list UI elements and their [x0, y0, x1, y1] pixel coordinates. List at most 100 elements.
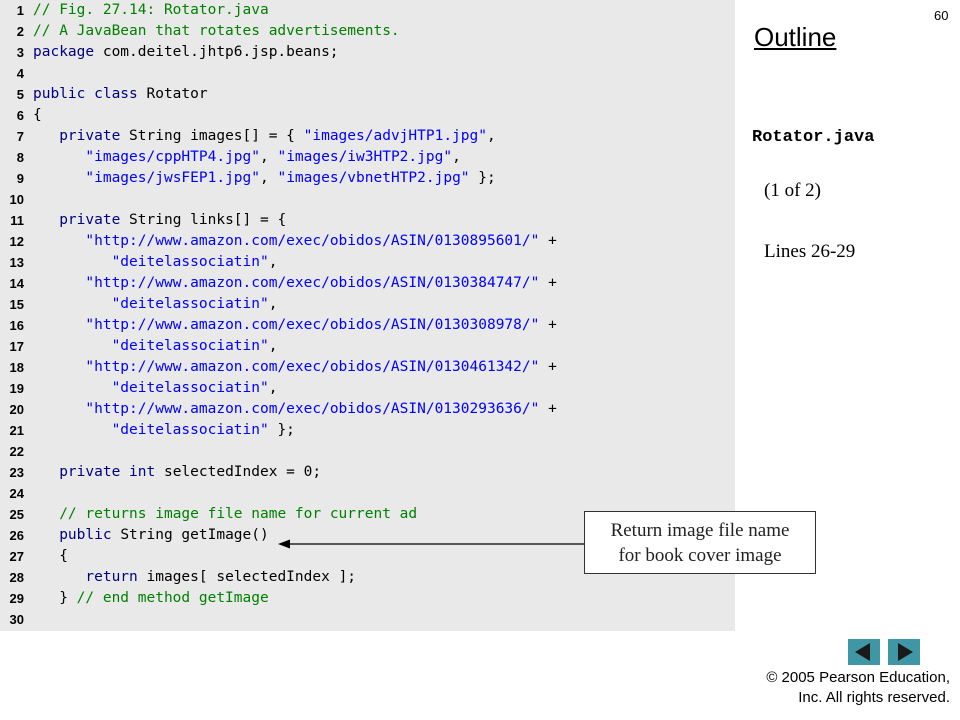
code-text: // returns image file name for current a…	[33, 504, 417, 525]
code-token: {	[33, 548, 68, 564]
code-text: "deitelassociatin",	[33, 336, 278, 357]
code-token: "images/advjHTP1.jpg"	[303, 128, 487, 144]
code-token: ,	[268, 338, 278, 354]
code-token: +	[539, 359, 557, 375]
line-number: 6	[16, 108, 24, 123]
code-token: +	[539, 275, 557, 291]
line-number: 1	[16, 3, 24, 18]
code-token: "http://www.amazon.com/exec/obidos/ASIN/…	[85, 233, 540, 249]
code-token: ,	[268, 380, 278, 396]
code-token: "images/vbnetHTP2.jpg"	[277, 170, 470, 186]
copyright-notice: © 2005 Pearson Education, Inc. All right…	[766, 668, 950, 708]
code-token: +	[539, 317, 557, 333]
code-text: "http://www.amazon.com/exec/obidos/ASIN/…	[33, 399, 557, 420]
code-listing: 1 // Fig. 27.14: Rotator.java 2 // A JavaBe…	[0, 0, 735, 631]
code-token: "deitelassociatin"	[111, 296, 269, 312]
line-number: 24	[9, 486, 24, 501]
code-token: private	[59, 212, 121, 228]
code-token	[33, 254, 112, 270]
code-text: return images[ selectedIndex ];	[33, 567, 356, 588]
code-text: private int selectedIndex = 0;	[33, 462, 321, 483]
code-token: "images/cppHTP4.jpg"	[85, 149, 260, 165]
code-token: public class	[33, 86, 138, 102]
code-token: "http://www.amazon.com/exec/obidos/ASIN/…	[85, 275, 540, 291]
code-token: // returns image file name for current a…	[59, 506, 418, 522]
line-number: 16	[9, 318, 24, 333]
code-text: public String getImage()	[33, 525, 269, 546]
code-token: "deitelassociatin"	[111, 254, 269, 270]
line-number: 2	[16, 24, 24, 39]
code-text: } // end method getImage	[33, 588, 269, 609]
code-text: public class Rotator	[33, 84, 208, 105]
line-number: 28	[9, 570, 24, 585]
code-token: ,	[268, 296, 278, 312]
line-number: 21	[9, 423, 24, 438]
code-token: {	[33, 107, 42, 123]
code-token: "deitelassociatin"	[111, 422, 269, 438]
code-token	[33, 233, 85, 249]
part-label: (1 of 2)	[764, 180, 821, 201]
callout-line: Return image file name	[610, 520, 790, 541]
code-text: "images/jwsFEP1.jpg", "images/vbnetHTP2.…	[33, 168, 496, 189]
code-token: "http://www.amazon.com/exec/obidos/ASIN/…	[85, 317, 540, 333]
lines-reference-label: Lines 26-29	[764, 241, 856, 262]
code-text: "http://www.amazon.com/exec/obidos/ASIN/…	[33, 357, 557, 378]
line-number: 3	[16, 45, 24, 60]
line-number: 7	[16, 129, 24, 144]
callout-arrow-icon	[278, 539, 584, 549]
code-token: String getImage()	[111, 527, 269, 543]
code-token	[33, 506, 59, 522]
line-number: 13	[9, 255, 24, 270]
code-token: return	[85, 569, 138, 585]
code-token: String links[] = {	[120, 212, 287, 228]
code-token: // end method getImage	[76, 590, 269, 606]
code-text: "http://www.amazon.com/exec/obidos/ASIN/…	[33, 231, 556, 252]
file-name-label: Rotator.java	[752, 128, 875, 147]
line-number: 17	[9, 339, 24, 354]
line-number: 9	[16, 171, 24, 186]
code-text: "deitelassociatin",	[33, 294, 278, 315]
code-token: +	[539, 401, 557, 417]
code-text: "deitelassociatin",	[33, 378, 278, 399]
line-number: 29	[9, 591, 24, 606]
code-text: "images/cppHTP4.jpg", "images/iw3HTP2.jp…	[33, 147, 460, 168]
code-token: ,	[260, 149, 278, 165]
code-token	[33, 170, 85, 186]
left-arrow-icon	[855, 643, 870, 661]
code-text: private String links[] = {	[33, 210, 286, 231]
code-token: };	[469, 170, 496, 186]
code-token	[33, 128, 59, 144]
outline-title: Outline	[754, 22, 837, 52]
code-token	[33, 422, 112, 438]
code-token	[33, 317, 85, 333]
line-number: 5	[16, 87, 24, 102]
code-token: }	[33, 590, 77, 606]
code-token	[33, 464, 59, 480]
code-token: package	[33, 44, 95, 60]
code-text: // Fig. 27.14: Rotator.java	[33, 0, 269, 21]
code-text: {	[33, 105, 42, 126]
code-text: // A JavaBean that rotates advertisement…	[33, 21, 400, 42]
code-token	[33, 401, 85, 417]
code-text: "deitelassociatin" };	[33, 420, 295, 441]
code-token	[33, 212, 59, 228]
code-token: selectedIndex = 0;	[155, 464, 322, 480]
code-token	[33, 275, 85, 291]
code-text: private String images[] = { "images/advj…	[33, 126, 496, 147]
code-text: "http://www.amazon.com/exec/obidos/ASIN/…	[33, 315, 557, 336]
line-number: 8	[16, 150, 24, 165]
line-number: 4	[16, 66, 24, 81]
code-token: com.deitel.jhtp6.jsp.beans;	[94, 44, 339, 60]
code-token: private int	[59, 464, 156, 480]
code-token	[33, 338, 112, 354]
line-number: 14	[9, 276, 24, 291]
next-slide-button[interactable]	[888, 639, 920, 665]
code-text: package com.deitel.jhtp6.jsp.beans;	[33, 42, 339, 63]
line-number: 20	[9, 402, 24, 417]
previous-slide-button[interactable]	[848, 639, 880, 665]
line-number: 12	[9, 234, 24, 249]
line-number: 19	[9, 381, 24, 396]
code-token: "deitelassociatin"	[111, 380, 269, 396]
code-token: Rotator	[137, 86, 208, 102]
line-number: 30	[9, 612, 24, 627]
